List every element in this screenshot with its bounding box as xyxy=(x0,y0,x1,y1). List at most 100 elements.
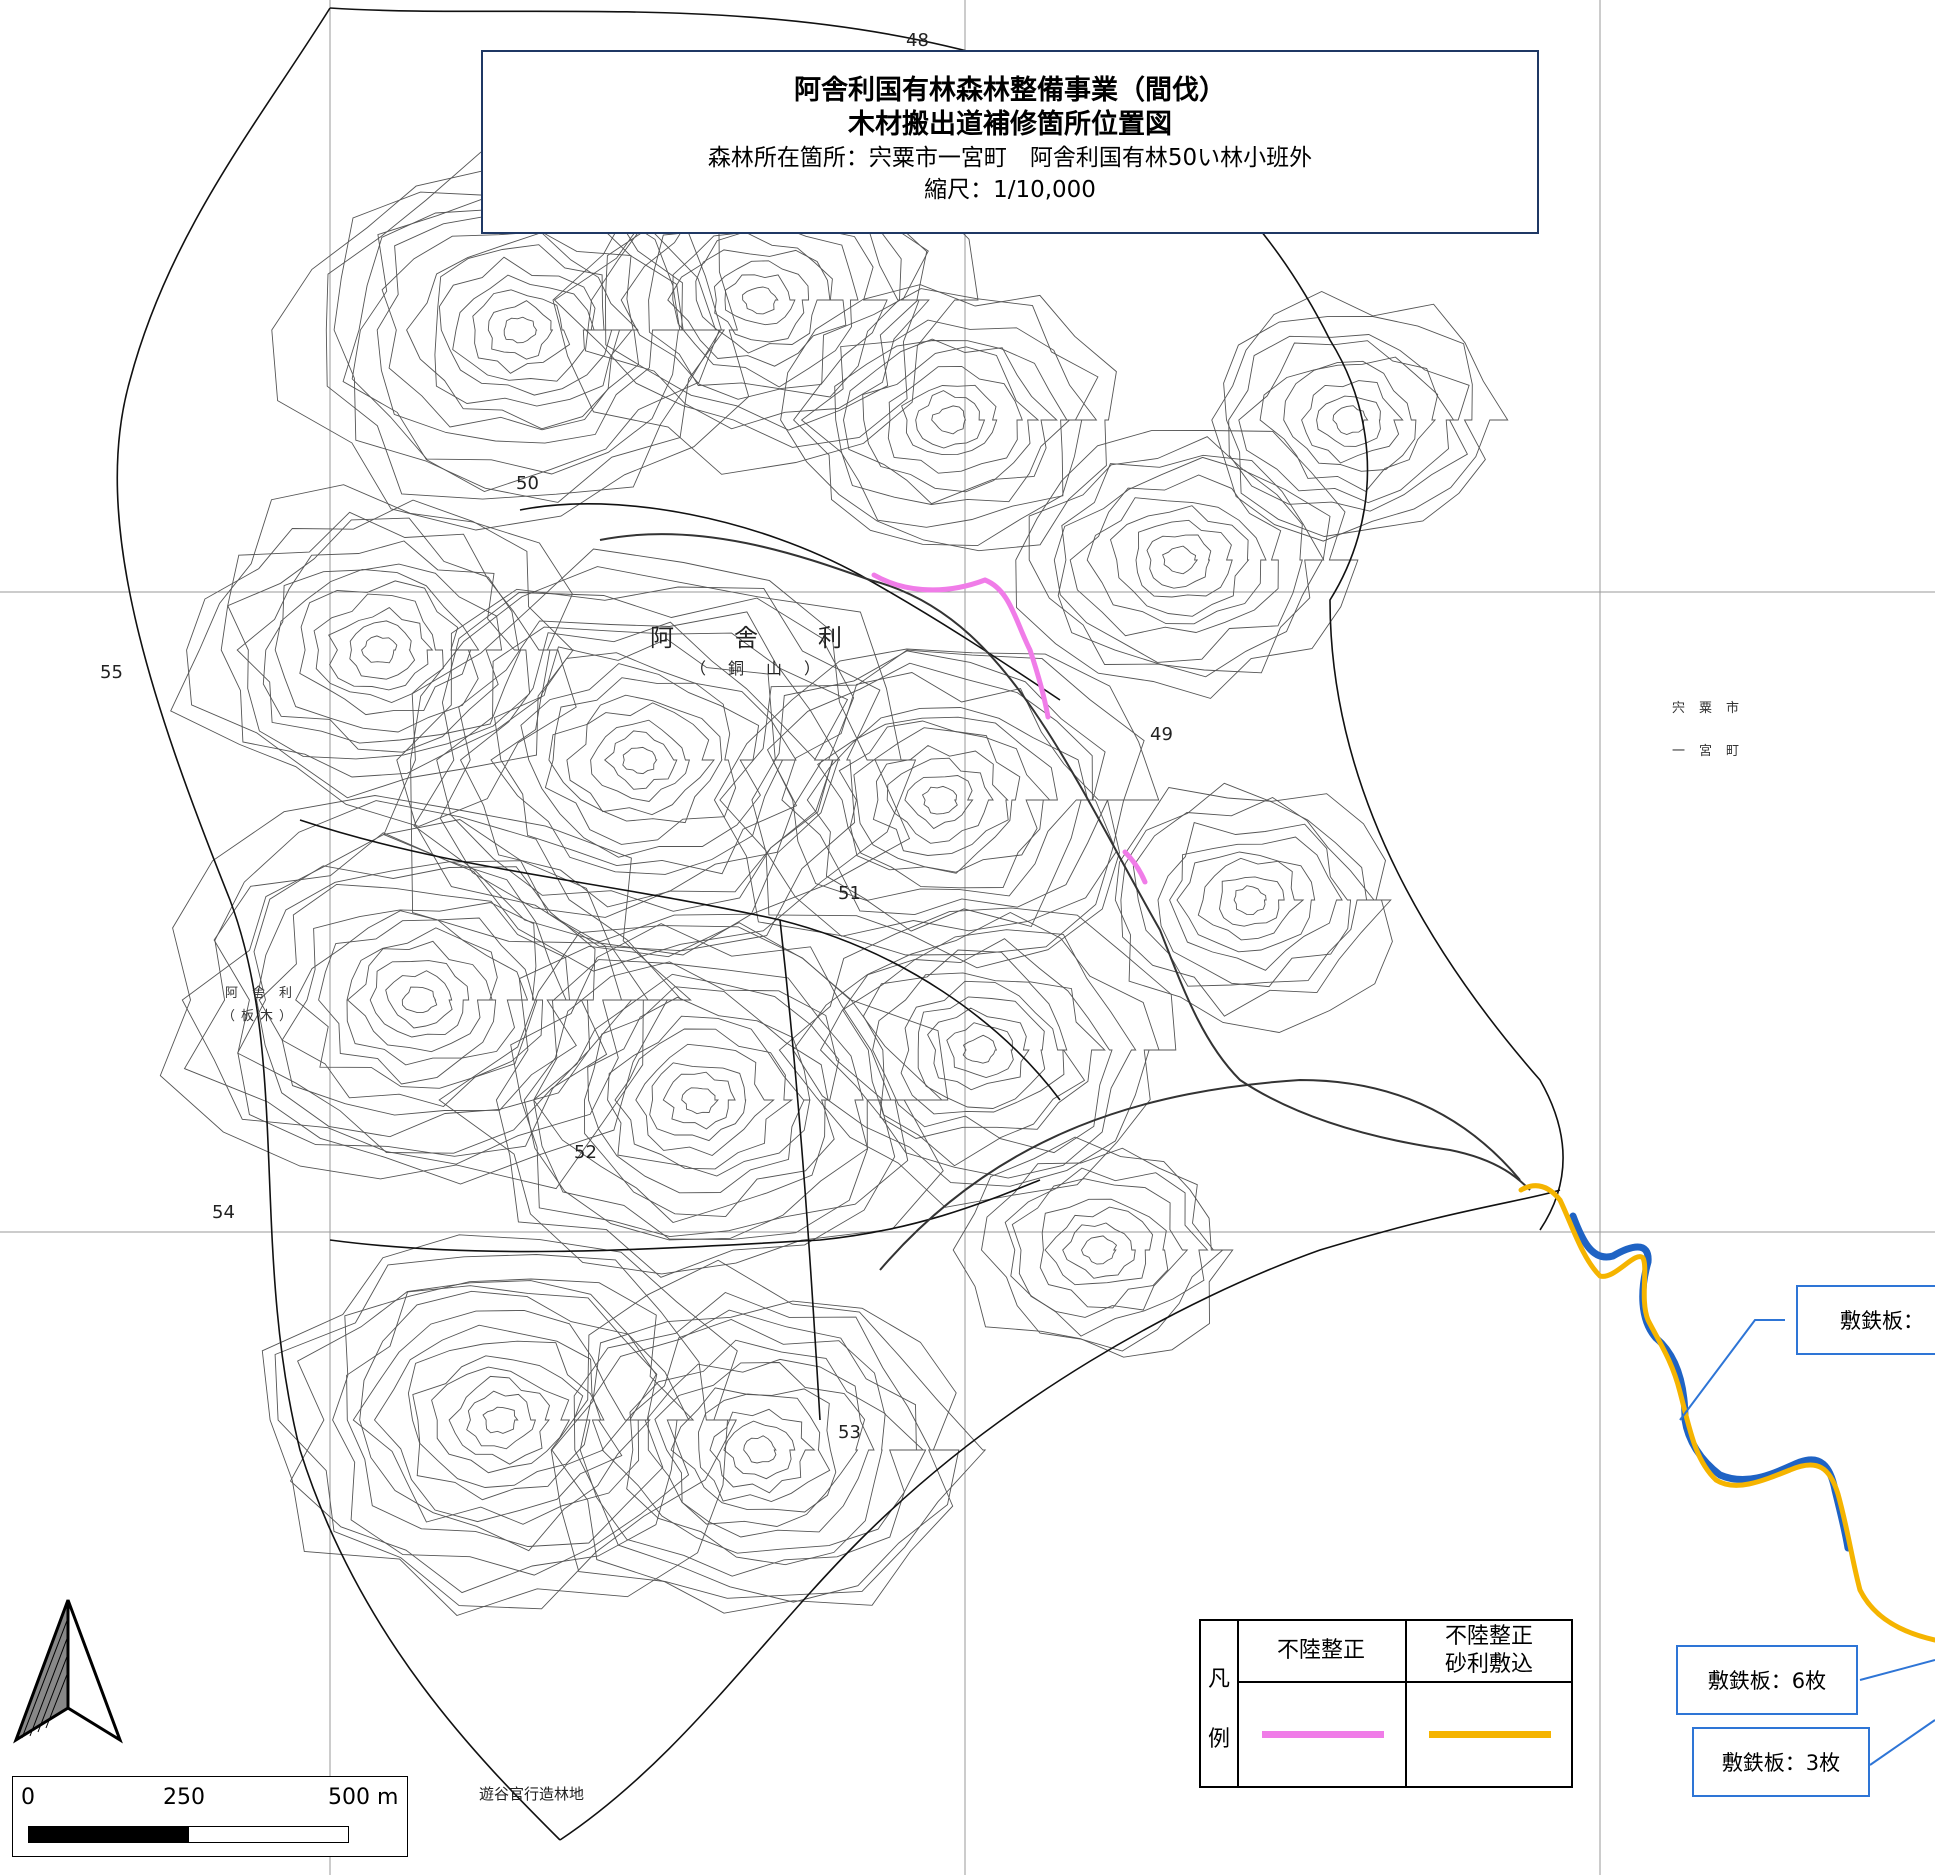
contour-line xyxy=(349,620,416,680)
contour-line xyxy=(838,720,1051,873)
contour-line xyxy=(1086,497,1267,625)
contour-line xyxy=(566,702,715,816)
contour-line xyxy=(373,1324,623,1523)
contour-line xyxy=(346,940,493,1053)
callout-steel-plate-3: 敷鉄板：3枚 xyxy=(1692,1727,1870,1797)
contour-line xyxy=(1039,1198,1169,1309)
contour-line xyxy=(806,707,1089,901)
contour-line xyxy=(407,1340,605,1501)
legend-label-top: 凡 xyxy=(1207,1667,1230,1692)
contour-line xyxy=(635,1043,775,1157)
contour-line xyxy=(487,300,554,360)
contour-line xyxy=(901,384,998,456)
contour-line xyxy=(946,1022,1014,1078)
contour-line xyxy=(1228,334,1470,512)
contour-line xyxy=(1080,1235,1118,1265)
contour-line xyxy=(719,649,1145,969)
contour-line xyxy=(579,1309,927,1577)
contour-line xyxy=(1044,1206,1154,1286)
contour-line xyxy=(170,484,577,827)
contour-line xyxy=(607,1015,811,1177)
contour-line xyxy=(213,832,633,1157)
contour-line xyxy=(1332,405,1369,435)
forest-name-label: 阿舎利 xyxy=(650,624,902,652)
contour-line xyxy=(406,232,640,430)
grid-label-55: 55 xyxy=(100,662,123,683)
place-label-ichinomiya: 一宮町 xyxy=(1672,744,1754,759)
legend-label-column: 凡 例 xyxy=(1201,1621,1239,1786)
contour-line xyxy=(401,986,438,1014)
contour-line xyxy=(1301,380,1404,464)
contour-line xyxy=(281,902,544,1108)
contour-line xyxy=(862,949,1106,1139)
contour-line xyxy=(274,568,480,733)
contour-line xyxy=(436,626,841,912)
contour-line xyxy=(346,1285,664,1547)
contour-line xyxy=(1146,534,1212,589)
contour-line xyxy=(533,973,840,1224)
contour-line xyxy=(448,1375,550,1465)
contour-line xyxy=(376,200,684,444)
contour-line xyxy=(603,730,678,790)
contour-line xyxy=(672,224,859,388)
contour-line xyxy=(361,635,398,664)
contour-line xyxy=(842,938,1113,1167)
north-arrow-icon xyxy=(13,1599,123,1744)
contour-line xyxy=(262,563,503,753)
contour-line xyxy=(751,650,1117,937)
contour-line xyxy=(236,865,608,1154)
contour-line xyxy=(1233,885,1267,916)
route-gravel xyxy=(1518,1183,1935,1643)
contour-line xyxy=(900,980,1065,1115)
place-label-ajari-sub: （板木） xyxy=(222,1009,299,1024)
contour-line xyxy=(1162,545,1199,575)
contour-line xyxy=(383,548,917,972)
contour-line xyxy=(1157,822,1352,988)
contour-line xyxy=(544,677,737,845)
contour-line xyxy=(713,260,810,343)
contour-line xyxy=(649,1062,747,1142)
contour-line xyxy=(1062,1222,1136,1279)
contour-line xyxy=(1004,1167,1209,1337)
contour-line xyxy=(1028,436,1331,674)
contour-line xyxy=(181,819,649,1165)
contour-line xyxy=(438,925,949,1275)
contour-line xyxy=(1197,857,1305,941)
contour-line xyxy=(256,861,591,1138)
compartment-label-48: 48 xyxy=(906,30,929,51)
contour-line xyxy=(1057,454,1325,678)
map-legend: 凡 例 不陸整正 不陸整正 砂利敷込 xyxy=(1199,1619,1573,1788)
map-scale: 縮尺：1/10,000 xyxy=(924,177,1096,203)
compartment-label-53: 53 xyxy=(838,1422,861,1443)
contour-line xyxy=(1053,456,1303,663)
callout-leader-lines xyxy=(1679,1319,1935,1766)
contour-line xyxy=(872,972,1086,1139)
legend-swatch-repair xyxy=(1262,1731,1384,1738)
contour-line xyxy=(295,910,538,1089)
contour-line xyxy=(412,1355,591,1488)
contour-line xyxy=(510,923,909,1238)
contour-line xyxy=(313,593,444,703)
contour-line xyxy=(962,1034,998,1064)
contour-line xyxy=(862,346,1040,493)
contour-line xyxy=(742,286,779,315)
contour-line xyxy=(792,911,1160,1187)
contour-line xyxy=(647,1358,875,1538)
contour-line xyxy=(723,1420,796,1480)
compartment-label-51: 51 xyxy=(838,883,861,904)
contour-line xyxy=(328,607,434,691)
contour-line xyxy=(584,986,835,1218)
contour-line xyxy=(439,611,849,918)
compartment-label-49: 49 xyxy=(1150,724,1173,745)
contour-line xyxy=(1219,876,1285,927)
contour-line xyxy=(843,338,1058,505)
forest-roads xyxy=(599,533,1531,1271)
map-title: 阿舎利国有林森林整備事業（間伐） xyxy=(794,75,1226,106)
scale-tick-0: 0 xyxy=(21,1785,35,1810)
contour-line xyxy=(227,517,531,760)
contour-lines xyxy=(159,134,1509,1617)
contour-line xyxy=(667,231,847,367)
contour-line xyxy=(819,929,1137,1179)
contour-line xyxy=(917,996,1046,1109)
contour-line xyxy=(800,319,1098,528)
